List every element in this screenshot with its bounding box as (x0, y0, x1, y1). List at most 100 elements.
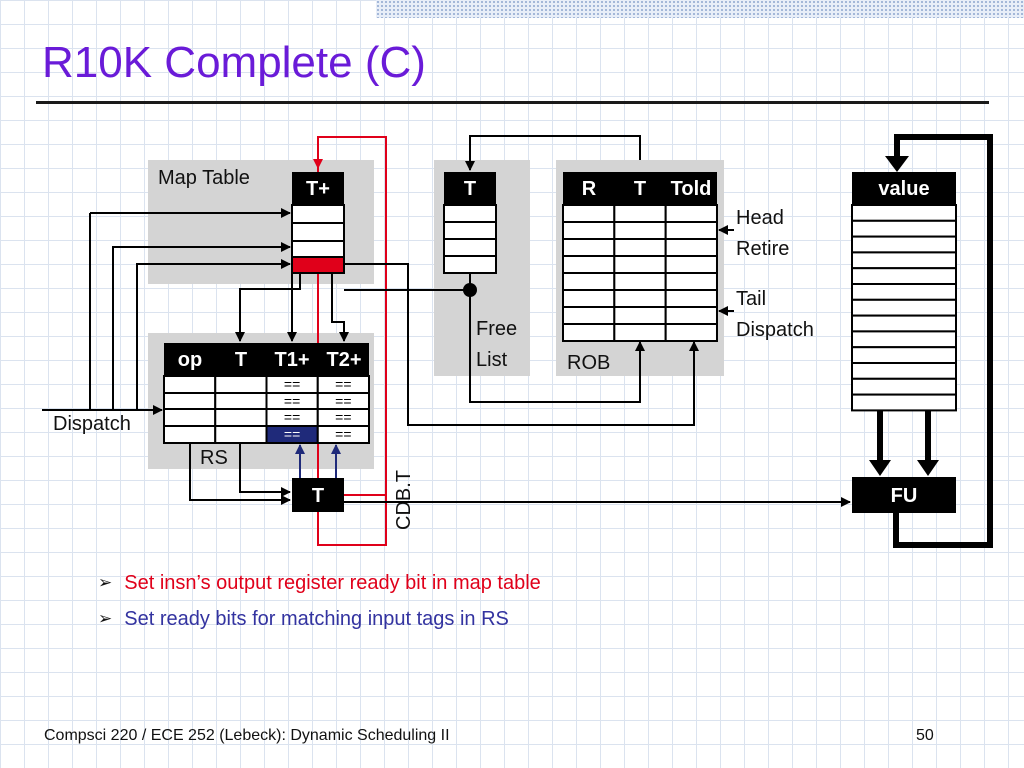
rs-header-t: T (235, 349, 247, 371)
bullet-list: ➢ Set insn’s output register ready bit in… (98, 565, 541, 637)
map-table-row (291, 222, 345, 242)
rs-header-op: op (178, 349, 202, 371)
rs-cell (214, 375, 268, 394)
map-to-rs-t2-arrow (331, 273, 349, 342)
rob-cell (613, 323, 667, 342)
regfile-row (851, 251, 957, 270)
rob-header-r: R (582, 178, 597, 200)
freelist-junction (463, 283, 477, 297)
map-table-row (291, 204, 345, 224)
regfile-row (851, 267, 957, 286)
free-list-label-line1: Free (476, 318, 518, 340)
rob-rows (562, 204, 718, 342)
rob-header-told: Told (671, 178, 712, 200)
rob-cell (613, 306, 667, 325)
free-list-row (443, 204, 497, 223)
writeback-arrowhead (885, 156, 909, 172)
rob-cell (562, 255, 616, 274)
rs-to-cdb-arrow-2 (239, 443, 291, 497)
free-list-row (443, 255, 497, 274)
map-table-row (291, 240, 345, 258)
rs-header-t2: T2+ (326, 349, 361, 371)
rob-cell (664, 238, 718, 257)
free-list-header-text: T (464, 178, 476, 200)
rob-cell (664, 272, 718, 291)
freelist-to-rob-t-arrow (469, 290, 645, 403)
rob-cell (562, 238, 616, 257)
rob-label: ROB (567, 352, 611, 374)
bullet-item: ➢Set ready bits for matching input tags … (98, 601, 541, 637)
regfile-row (851, 362, 957, 380)
regfile-row (851, 393, 957, 412)
bullet-arrow-icon: ➢ (98, 573, 113, 592)
rob-cell (613, 272, 667, 291)
regfile-header-text: value (878, 178, 929, 200)
fu-writeback-loop (893, 134, 993, 548)
bullet-text-1: Set insn’s output register ready bit in … (124, 571, 541, 594)
rob-cell (664, 323, 718, 342)
dispatch-label: Dispatch (53, 413, 131, 435)
rob-retire-label: Retire (736, 238, 790, 260)
rs-cell (316, 425, 370, 444)
rs-cell (163, 425, 217, 444)
fu-arrowhead-2 (917, 460, 939, 476)
free-list-row (443, 221, 497, 240)
map-table-header-text: T+ (306, 178, 330, 200)
map-table-row-ready (291, 256, 345, 274)
regfile-row (851, 377, 957, 396)
rob-cell (664, 289, 718, 308)
rs-cell (214, 425, 268, 444)
rs-ready-mark: == (284, 393, 300, 409)
regfile-row (851, 330, 957, 349)
regfile-row (851, 314, 957, 333)
regfile-row (851, 219, 957, 238)
rs-header (164, 343, 369, 376)
rs-cell (214, 392, 268, 410)
bullet-arrow-icon: ➢ (98, 609, 113, 628)
rs-cell (163, 392, 217, 410)
slide-title: R10K Complete (C) (42, 38, 426, 87)
regfile-row (851, 204, 957, 222)
rs-to-cdb-arrow-1 (189, 443, 291, 505)
rob-cell (613, 204, 667, 223)
rob-cell (664, 204, 718, 223)
free-list-header (444, 172, 496, 205)
rs-cell (214, 408, 268, 427)
dispatch-to-map-arrow-3 (136, 259, 291, 410)
rob-header-t: T (634, 178, 646, 200)
freelist-to-t-arrow (465, 135, 641, 171)
rob-cell (664, 306, 718, 325)
rob-dispatch-label: Dispatch (736, 319, 814, 341)
map-to-rob-told-line (344, 263, 699, 426)
rs-ready-mark: == (284, 426, 300, 442)
free-list-label-line2: List (476, 349, 508, 371)
rob-cell (613, 289, 667, 308)
fu-arrowhead-1 (869, 460, 891, 476)
rob-cell (562, 221, 616, 240)
corner-texture (376, 0, 1024, 18)
regfile-header (852, 172, 956, 205)
rs-rows: ================ (163, 375, 370, 444)
rob-cell (613, 238, 667, 257)
rs-ready-mark: == (335, 393, 351, 409)
rob-cell (613, 255, 667, 274)
regfile-row (851, 298, 957, 317)
dispatch-to-map-arrow-2 (112, 242, 291, 410)
regfile-rows (851, 204, 957, 412)
rob-cell (664, 221, 718, 240)
rs-ready-mark: == (284, 376, 300, 392)
title-rule (36, 101, 989, 104)
rs-label: RS (200, 447, 228, 469)
rs-ready-mark: == (335, 376, 351, 392)
rs-header-t1: T1+ (274, 349, 309, 371)
rob-tail-label: Tail (736, 288, 767, 310)
fu-box (852, 477, 956, 513)
rs-ready-mark: == (335, 409, 351, 425)
map-table-label: Map Table (158, 167, 250, 189)
cdb-tag-text: T (312, 485, 324, 507)
rob-cell (613, 221, 667, 240)
free-list-row (443, 238, 497, 257)
regfile-row (851, 235, 957, 254)
rs-ready-mark: == (335, 426, 351, 442)
